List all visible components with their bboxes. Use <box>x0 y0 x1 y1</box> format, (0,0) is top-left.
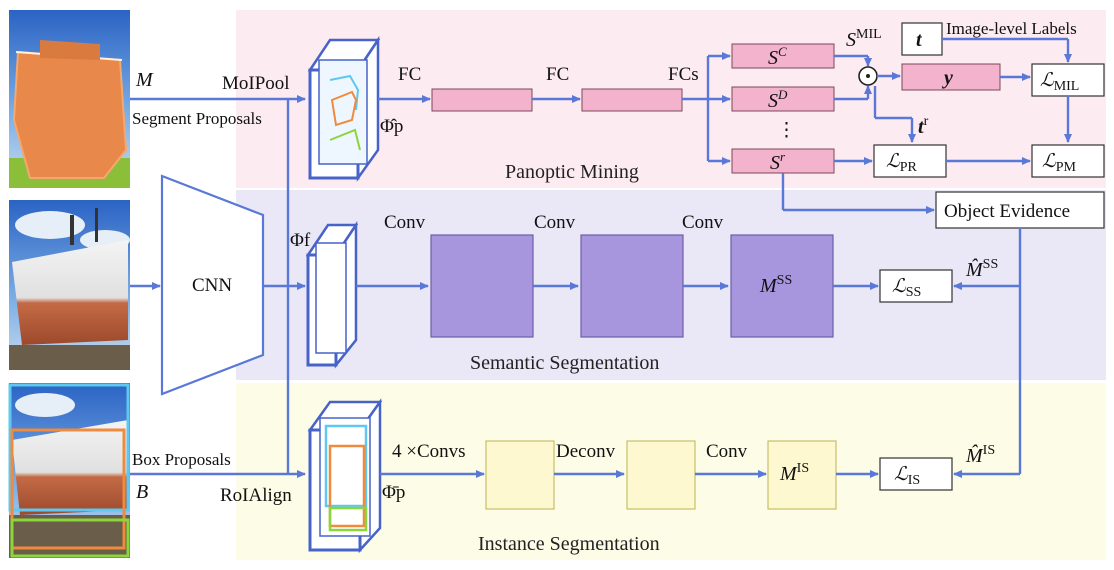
phi-f-label: Φf <box>290 230 311 251</box>
phi-bar-p-feature-block <box>307 398 383 554</box>
deconv-block <box>626 440 696 510</box>
instance-segmentation-title: Instance Segmentation <box>478 533 660 555</box>
fc1-label: FC <box>398 64 421 85</box>
s-r-box <box>731 148 835 174</box>
conv1-block <box>430 234 534 338</box>
segment-proposals-label: Segment Proposals <box>132 109 262 128</box>
s-c-box <box>731 43 835 69</box>
loss-ss-box <box>879 269 953 303</box>
convs-label: 4 ×Convs <box>392 441 466 462</box>
semantic-segmentation-title: Semantic Segmentation <box>470 352 659 374</box>
fcs-label: FCs <box>668 64 699 85</box>
odot-dot <box>866 74 870 78</box>
convs-block <box>485 440 555 510</box>
phi-bar-p-label: Φ̄p <box>382 482 405 503</box>
box-proposals-label: Box Proposals <box>132 450 231 469</box>
conv2-label: Conv <box>534 212 576 233</box>
phi-f-feature-block <box>305 220 359 369</box>
roialign-label: RoIAlign <box>220 485 292 506</box>
conv1-label: Conv <box>384 212 426 233</box>
deconv-label: Deconv <box>556 441 616 462</box>
instance-conv-label: Conv <box>706 441 748 462</box>
loss-is-box <box>879 457 953 491</box>
image-level-labels: Image-level Labels <box>946 19 1077 38</box>
fc2-label: FC <box>546 64 569 85</box>
loss-is-label: ℒIS <box>894 464 920 488</box>
loss-mil-label: ℒMIL <box>1040 70 1079 94</box>
s-dots: ⋮ <box>777 120 796 141</box>
m-ss-label: MSS <box>759 273 792 297</box>
phi-hat-p-feature-block <box>307 35 381 182</box>
phi-hat-p-label: Φ̂p <box>380 116 403 137</box>
s-d-box <box>731 86 835 112</box>
conv3-label: Conv <box>682 212 724 233</box>
y-box <box>901 63 1001 91</box>
object-evidence-label: Object Evidence <box>944 201 1070 222</box>
conv2-block <box>580 234 684 338</box>
y-label: y <box>942 67 953 89</box>
moipool-label: MoIPool <box>222 73 290 94</box>
panoptic-mining-title: Panoptic Mining <box>505 161 639 183</box>
loss-mil-box <box>1031 63 1105 97</box>
t-r-label: tr <box>918 114 929 138</box>
loss-pm-box <box>1031 144 1105 178</box>
t-box <box>901 22 943 56</box>
loss-pm-label: ℒPM <box>1042 151 1076 175</box>
m-is-block <box>767 440 837 510</box>
ship-image <box>9 200 130 370</box>
segment-proposals-image <box>9 10 130 188</box>
m-is-label: MIS <box>779 461 809 485</box>
object-evidence-box <box>935 191 1105 229</box>
fc1-box <box>431 88 533 112</box>
cnn-block <box>160 174 265 396</box>
segment-symbol: M <box>135 69 154 91</box>
loss-pr-box <box>873 144 947 178</box>
loss-pr-label: ℒPR <box>886 151 917 175</box>
m-ss-block <box>730 234 834 338</box>
box-proposals-image <box>8 383 130 558</box>
fc2-box <box>581 88 683 112</box>
loss-ss-label: ℒSS <box>892 276 921 300</box>
cnn-label: CNN <box>192 275 232 296</box>
box-symbol: B <box>136 481 148 503</box>
t-label: t <box>916 29 923 51</box>
